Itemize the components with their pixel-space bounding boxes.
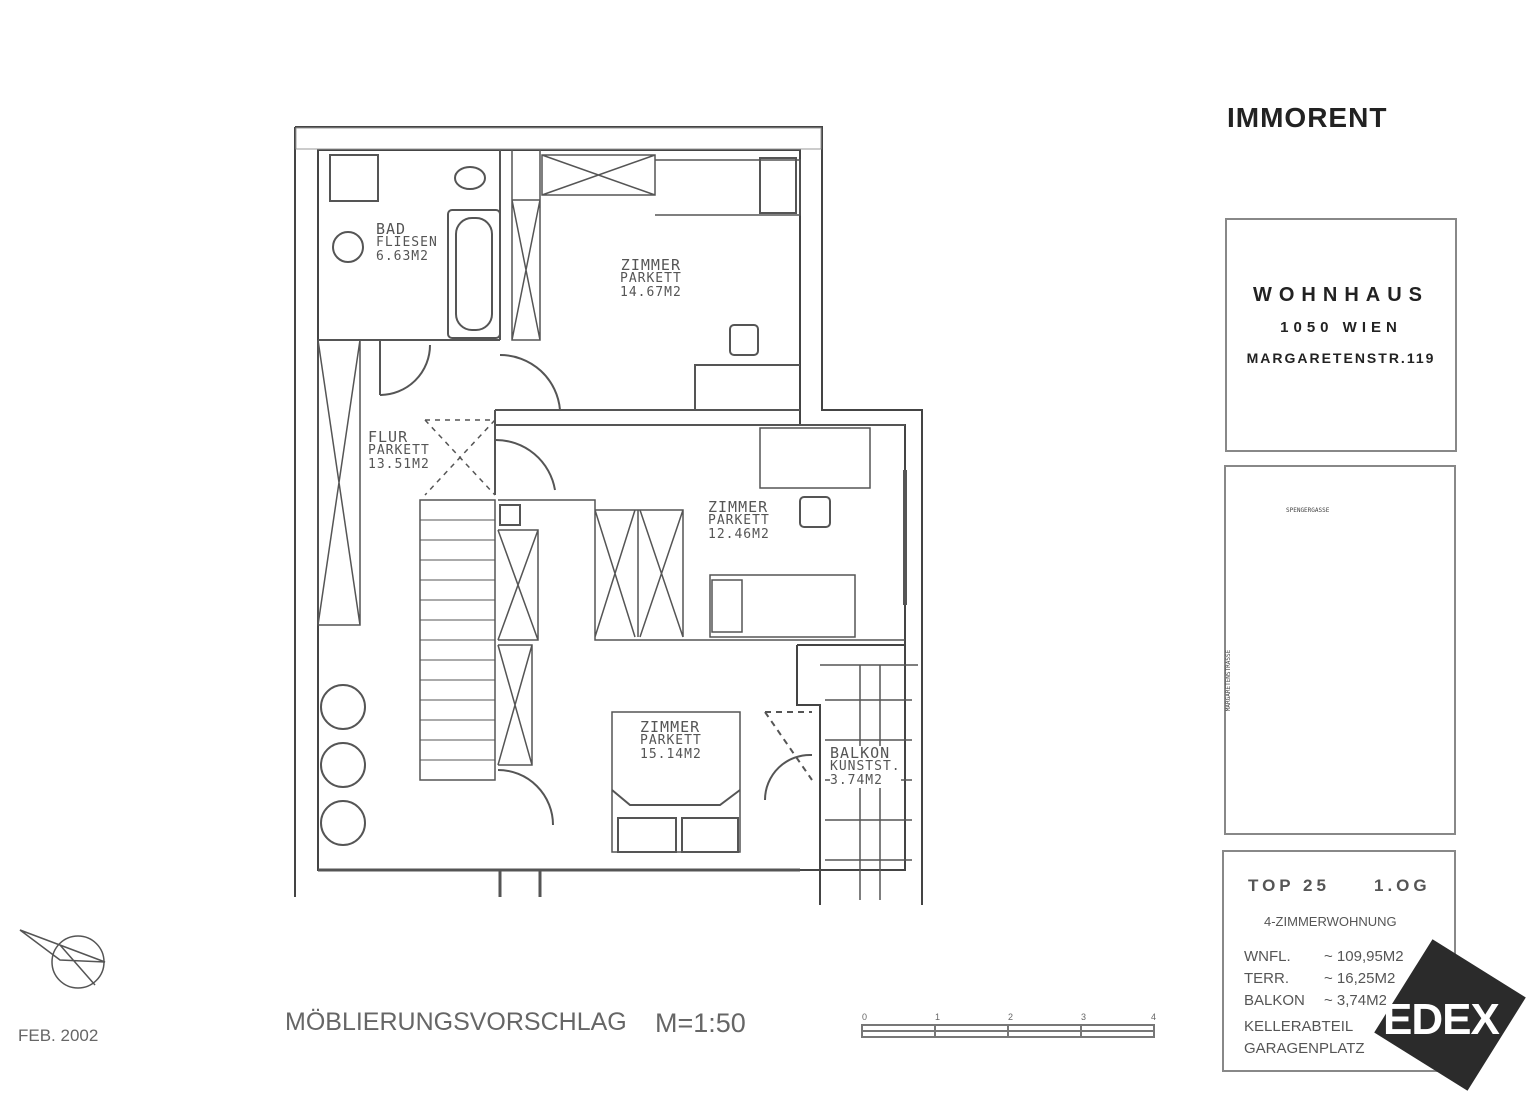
scale-tick: 3 — [1081, 1012, 1087, 1022]
plan-scale: M=1:50 — [655, 1008, 746, 1038]
stairs — [419, 499, 496, 781]
building-street: MARGARETENSTR.119 — [1246, 350, 1436, 366]
north-arrow-icon — [19, 929, 106, 989]
building-city: 1050 WIEN — [1280, 319, 1402, 336]
unit-row-value: ~ 109,95M2 — [1324, 948, 1404, 965]
unit-floor: 1.OG — [1374, 876, 1431, 895]
unit-row-label: TERR. — [1244, 970, 1289, 987]
unit-info-box: TOP 25 1.OG 4-ZIMMERWOHNUNG WNFL. ~ 109,… — [1222, 850, 1456, 1072]
unit-type: 4-ZIMMERWOHNUNG — [1264, 914, 1397, 929]
scale-tick: 4 — [1151, 1012, 1157, 1022]
wall-hatch — [295, 127, 822, 150]
scale-tick: 0 — [862, 1012, 868, 1022]
stair-steps — [420, 519, 495, 761]
toilet — [454, 166, 486, 190]
chair — [729, 324, 759, 356]
site-street-left: MARGARETENSTRASSE — [1225, 649, 1233, 712]
unit-row-label: BALKON — [1244, 992, 1305, 1009]
unit-extra: GARAGENPLATZ — [1244, 1040, 1365, 1057]
plan-date: FEB. 2002 — [18, 1026, 99, 1045]
unit-top: TOP 25 — [1248, 876, 1330, 895]
scale-tick: 1 — [935, 1012, 941, 1022]
brand-logo: IMMORENT — [1227, 102, 1388, 133]
sink — [332, 231, 364, 263]
unit-row-value: ~ 16,25M2 — [1324, 970, 1396, 987]
building-info-box: WOHNHAUS 1050 WIEN MARGARETENSTR.119 — [1225, 218, 1457, 452]
bath-walls — [318, 150, 501, 395]
washer — [329, 154, 379, 202]
door-arc — [499, 353, 561, 411]
scale-bar — [861, 1024, 1155, 1038]
scale-tick: 2 — [1008, 1012, 1014, 1022]
unit-row-label: WNFL. — [1244, 948, 1291, 965]
plan-title: MÖBLIERUNGSVORSCHLAG — [285, 1008, 627, 1036]
site-plan-box: SPENGERGASSE MARGARETENSTRASSE — [1224, 465, 1456, 835]
bathtub — [447, 209, 501, 339]
unit-row-value: ~ 3,74M2 — [1324, 992, 1387, 1009]
watermark-text: EDEX — [1383, 995, 1500, 1044]
site-street-top: SPENGERGASSE — [1286, 507, 1330, 514]
unit-extra: KELLERABTEIL — [1244, 1018, 1354, 1035]
building-title: WOHNHAUS — [1253, 284, 1429, 306]
